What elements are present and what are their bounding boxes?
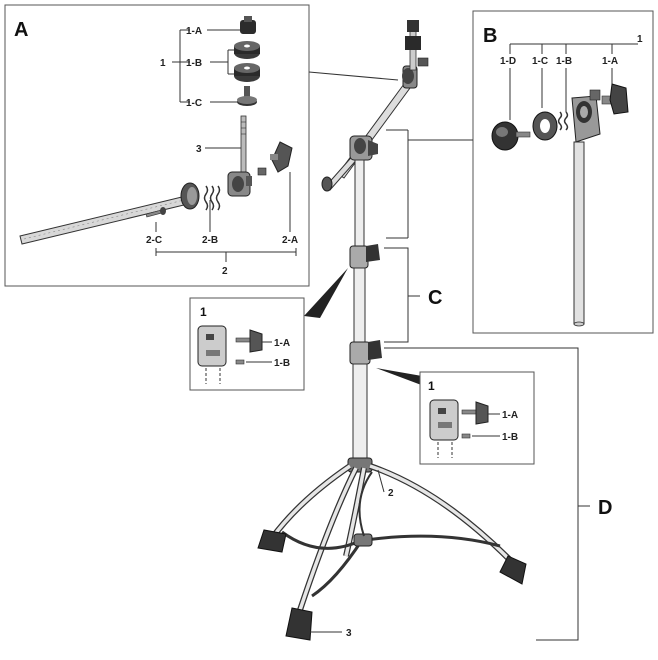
panel-d-label-1a: 1-A: [502, 410, 518, 421]
panel-c-wingbolt: [235, 329, 263, 353]
stand-foot-front: [285, 607, 313, 641]
part-3-tilter: [240, 115, 247, 175]
panel-d-letter: D: [598, 497, 612, 519]
label-2c: 2-C: [146, 235, 162, 246]
label-b-1a: 1-A: [602, 56, 618, 67]
part-b-tube: [573, 141, 585, 327]
part-1b-felts: [234, 41, 260, 82]
part-b-1b-spring: [557, 111, 569, 131]
panel-c-inset-number: 1: [200, 305, 207, 319]
part-2c-pin: [145, 207, 166, 218]
stand-upper-tube: [354, 159, 365, 247]
panel-b-frame: [472, 10, 654, 334]
connector-a: [308, 71, 399, 81]
panel-c-label-1b: 1-B: [274, 358, 290, 369]
stand-foot-left: [257, 529, 287, 553]
part-b-1d-knob: [491, 121, 531, 151]
stand-tripod-base: [257, 457, 527, 641]
group1-label-b: 1: [637, 34, 643, 45]
panel-d-pointer: [376, 368, 424, 386]
panel-c: C 1 1-A 1-B: [189, 247, 442, 391]
stand-middle-tube: [353, 267, 366, 343]
part-1a-nut: [240, 16, 256, 34]
stand-label-2: 2: [388, 488, 394, 499]
part-2a-wingbolt: [257, 141, 293, 176]
part-b-1a-wingbolt: [601, 83, 629, 115]
panel-d-pin: [461, 433, 471, 439]
panel-c-clamp: [197, 325, 227, 384]
label-3: 3: [196, 144, 202, 155]
panel-a-letter: A: [14, 19, 28, 41]
panel-d: D 1 1-A 1-B: [376, 347, 612, 641]
group1-bracket: [172, 29, 190, 103]
stand-foot-right: [499, 555, 527, 585]
label-b-1b: 1-B: [556, 56, 572, 67]
label-1c: 1-C: [186, 98, 202, 109]
part-b-1c-washer: [532, 111, 558, 141]
group2-label: 2: [222, 266, 228, 277]
label-b-1c: 1-C: [532, 56, 548, 67]
stand-boom-clamp: [349, 135, 378, 161]
label-b-1d: 1-D: [500, 56, 516, 67]
connector-b: [386, 129, 473, 239]
stand-height-clamp-lower: [349, 340, 382, 365]
panel-b-letter: B: [483, 25, 497, 47]
part-1c-washer: [237, 86, 257, 106]
part-b-clamp: [571, 89, 601, 143]
panel-c-label-1a: 1-A: [274, 338, 290, 349]
panel-c-pointer: [304, 268, 348, 318]
panel-c-pin: [235, 359, 245, 365]
panel-d-label-1b: 1-B: [502, 432, 518, 443]
panel-d-inset-number: 1: [428, 379, 435, 393]
label-1a: 1-A: [186, 26, 202, 37]
group1-bracket-b: [509, 43, 638, 54]
panel-a: A 1 1-A 1-B 1-C: [4, 4, 310, 287]
stand-label-3: 3: [346, 628, 352, 639]
stand-height-clamp-upper: [349, 244, 380, 269]
panel-b: B 1 1-D 1-C 1-B 1-A: [472, 10, 654, 334]
panel-c-letter: C: [428, 287, 442, 309]
group1-label: 1: [160, 58, 166, 69]
boom-clamp-assembly: [180, 171, 252, 211]
panel-d-clamp: [429, 399, 459, 458]
group2-bracket: [155, 248, 297, 262]
label-2a: 2-A: [282, 235, 298, 246]
stand-cymbal-tilter: [402, 20, 429, 89]
label-1b: 1-B: [186, 58, 202, 69]
panel-d-bracket: [384, 347, 590, 641]
panel-c-bracket: [384, 247, 420, 343]
label-2b: 2-B: [202, 235, 218, 246]
cymbal-stand: 2 3: [257, 20, 527, 641]
stand-lower-tube: [352, 363, 368, 461]
panel-d-wingbolt: [461, 401, 489, 425]
